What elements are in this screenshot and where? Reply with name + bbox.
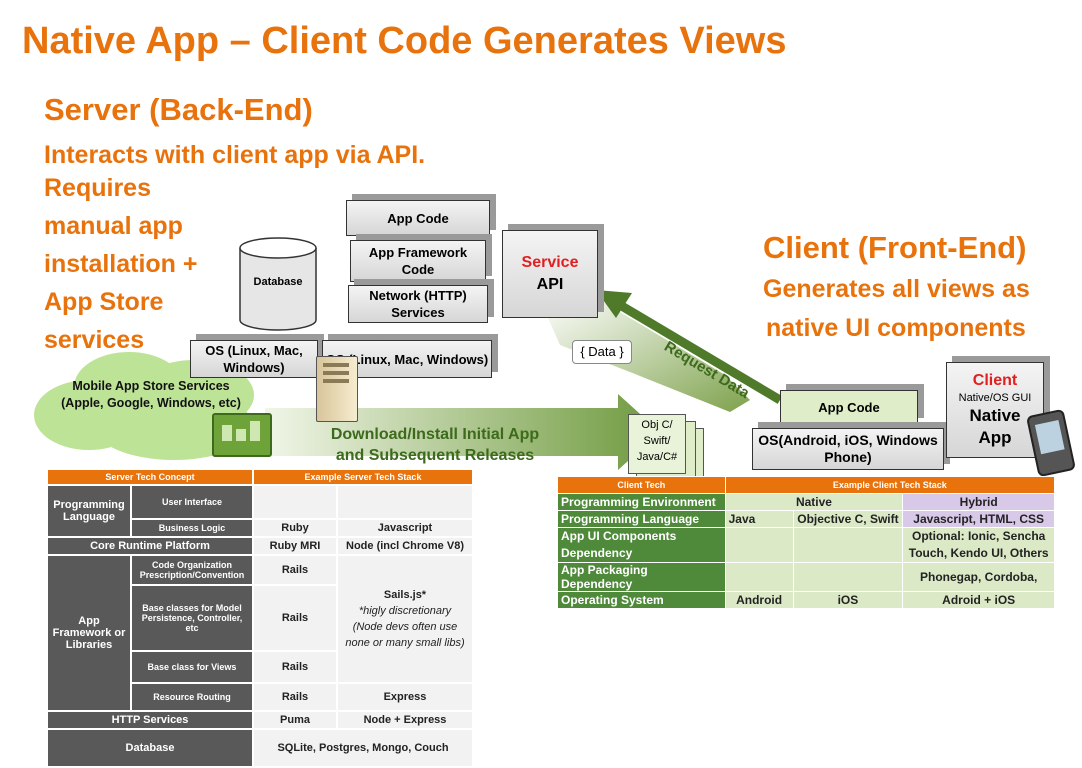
client-heading: Client (Front-End) xyxy=(763,230,1027,265)
cell-rails: Rails xyxy=(252,554,338,586)
cell-puma: Puma xyxy=(252,710,338,730)
server-desc-line: App Store xyxy=(44,288,164,316)
client-row-label: Programming Language xyxy=(557,510,726,528)
download-line2: and Subsequent Releases xyxy=(335,447,535,464)
cell-ruby: Ruby xyxy=(252,518,338,538)
row-base-classes: Base classes for Model Persistence, Cont… xyxy=(130,584,254,652)
client-tech-table: Client Tech Example Client Tech Stack Pr… xyxy=(557,476,1056,609)
client-cell-native: Native xyxy=(724,493,904,511)
client-cell-hybrid: Hybrid xyxy=(902,493,1055,511)
server-table-header-right: Example Server Tech Stack xyxy=(252,468,474,486)
sails-note2: (Node devs often use none or many small … xyxy=(345,621,465,649)
server-tower-icon xyxy=(316,356,358,422)
server-description: Requires manual app installation + App S… xyxy=(44,169,198,359)
service-api-box: Service API xyxy=(502,230,598,318)
data-label: { Data } xyxy=(572,340,632,364)
client-cell: Adroid + iOS xyxy=(902,591,1055,609)
row-business-logic: Business Logic xyxy=(130,518,254,538)
client-cell: Optional: Ionic, Sencha Touch, Kendo UI,… xyxy=(902,527,1055,563)
server-framework: App Framework Code xyxy=(350,240,486,282)
native-os-gui-label: Native/OS GUI xyxy=(958,392,1032,404)
row-framework: App Framework or Libraries xyxy=(46,554,132,712)
client-cell xyxy=(792,562,904,592)
server-app-code: App Code xyxy=(346,200,490,236)
client-row-label: Operating System xyxy=(557,591,726,609)
server-tech-table: Server Tech Concept Example Server Tech … xyxy=(46,468,474,768)
sails-label: Sails.js* xyxy=(383,589,427,601)
client-cell xyxy=(792,527,904,563)
row-http: HTTP Services xyxy=(46,710,254,730)
client-line2: native UI components xyxy=(766,314,1026,342)
client-cell xyxy=(724,527,794,563)
cell-empty xyxy=(336,484,474,520)
cell-ruby-mri: Ruby MRI xyxy=(252,536,338,556)
server-network: Network (HTTP) Services xyxy=(348,285,488,323)
sails-note1: *higly discretionary xyxy=(358,605,452,617)
server-line1: Interacts with client app via API. xyxy=(44,141,426,169)
client-label: Client xyxy=(972,372,1018,389)
row-routing: Resource Routing xyxy=(130,682,254,712)
client-cell: Javascript, HTML, CSS xyxy=(902,510,1055,528)
server-os-db: OS (Linux, Mac, Windows) xyxy=(190,340,318,378)
request-arrow-line xyxy=(617,301,783,404)
client-cell: Objective C, Swift xyxy=(792,510,904,528)
client-cell: Phonegap, Cordoba, xyxy=(902,562,1055,592)
cell-express: Express xyxy=(336,682,474,712)
cell-node-express: Node + Express xyxy=(336,710,474,730)
row-runtime: Core Runtime Platform xyxy=(46,536,254,556)
native-app-box: Client Native/OS GUI Native App xyxy=(946,362,1044,458)
request-arrow-head xyxy=(596,290,632,318)
code-document: Obj C/ Swift/ Java/C# xyxy=(628,414,686,474)
service-label: Service xyxy=(521,254,579,271)
cell-database: SQLite, Postgres, Mongo, Couch xyxy=(252,728,474,768)
api-label: API xyxy=(536,276,564,293)
download-arrow xyxy=(265,394,660,470)
server-table-header-left: Server Tech Concept xyxy=(46,468,254,486)
cloud-text: Mobile App Store Services (Apple, Google… xyxy=(61,379,241,410)
page-title: Native App – Client Code Generates Views xyxy=(22,20,787,62)
cell-rails: Rails xyxy=(252,650,338,684)
row-views: Base class for Views xyxy=(130,650,254,684)
client-app-code: App Code xyxy=(780,390,918,424)
database-icon xyxy=(239,237,317,331)
app-store-icon xyxy=(212,413,272,457)
client-line1: Generates all views as xyxy=(763,275,1030,303)
client-table-header-left: Client Tech xyxy=(557,476,726,494)
client-cell: Android xyxy=(724,591,794,609)
server-desc-line: installation + xyxy=(44,250,198,278)
server-desc-line: manual app xyxy=(44,212,183,240)
client-cell: Java xyxy=(724,510,794,528)
download-label: Download/Install Initial App and Subsequ… xyxy=(300,424,570,466)
cell-rails: Rails xyxy=(252,584,338,652)
server-desc-line: services xyxy=(44,326,145,354)
cell-sails: Sails.js* *higly discretionary (Node dev… xyxy=(336,554,474,684)
data-flow-arrow xyxy=(540,300,750,412)
database-label: Database xyxy=(253,276,303,288)
cell-javascript: Javascript xyxy=(336,518,474,538)
download-line1: Download/Install Initial App xyxy=(330,426,540,443)
cell-node: Node (incl Chrome V8) xyxy=(336,536,474,556)
client-os: OS(Android, iOS, Windows Phone) xyxy=(752,428,944,470)
client-table-header-right: Example Client Tech Stack xyxy=(724,476,1056,494)
native-app-label: Native App xyxy=(969,406,1021,447)
row-database: Database xyxy=(46,728,254,768)
client-row-label: App UI Components Dependency xyxy=(557,527,726,563)
client-row-label: App Packaging Dependency xyxy=(557,562,726,592)
server-heading: Server (Back-End) xyxy=(44,92,313,127)
cell-empty xyxy=(252,484,338,520)
client-row-label: Programming Environment xyxy=(557,493,726,511)
client-cell xyxy=(724,562,794,592)
server-desc-line: Requires xyxy=(44,174,151,202)
row-code-org: Code Organization Prescription/Conventio… xyxy=(130,554,254,586)
client-cell: iOS xyxy=(792,591,904,609)
row-programming-language: Programming Language xyxy=(46,484,132,538)
cell-rails: Rails xyxy=(252,682,338,712)
row-user-interface: User Interface xyxy=(130,484,254,520)
